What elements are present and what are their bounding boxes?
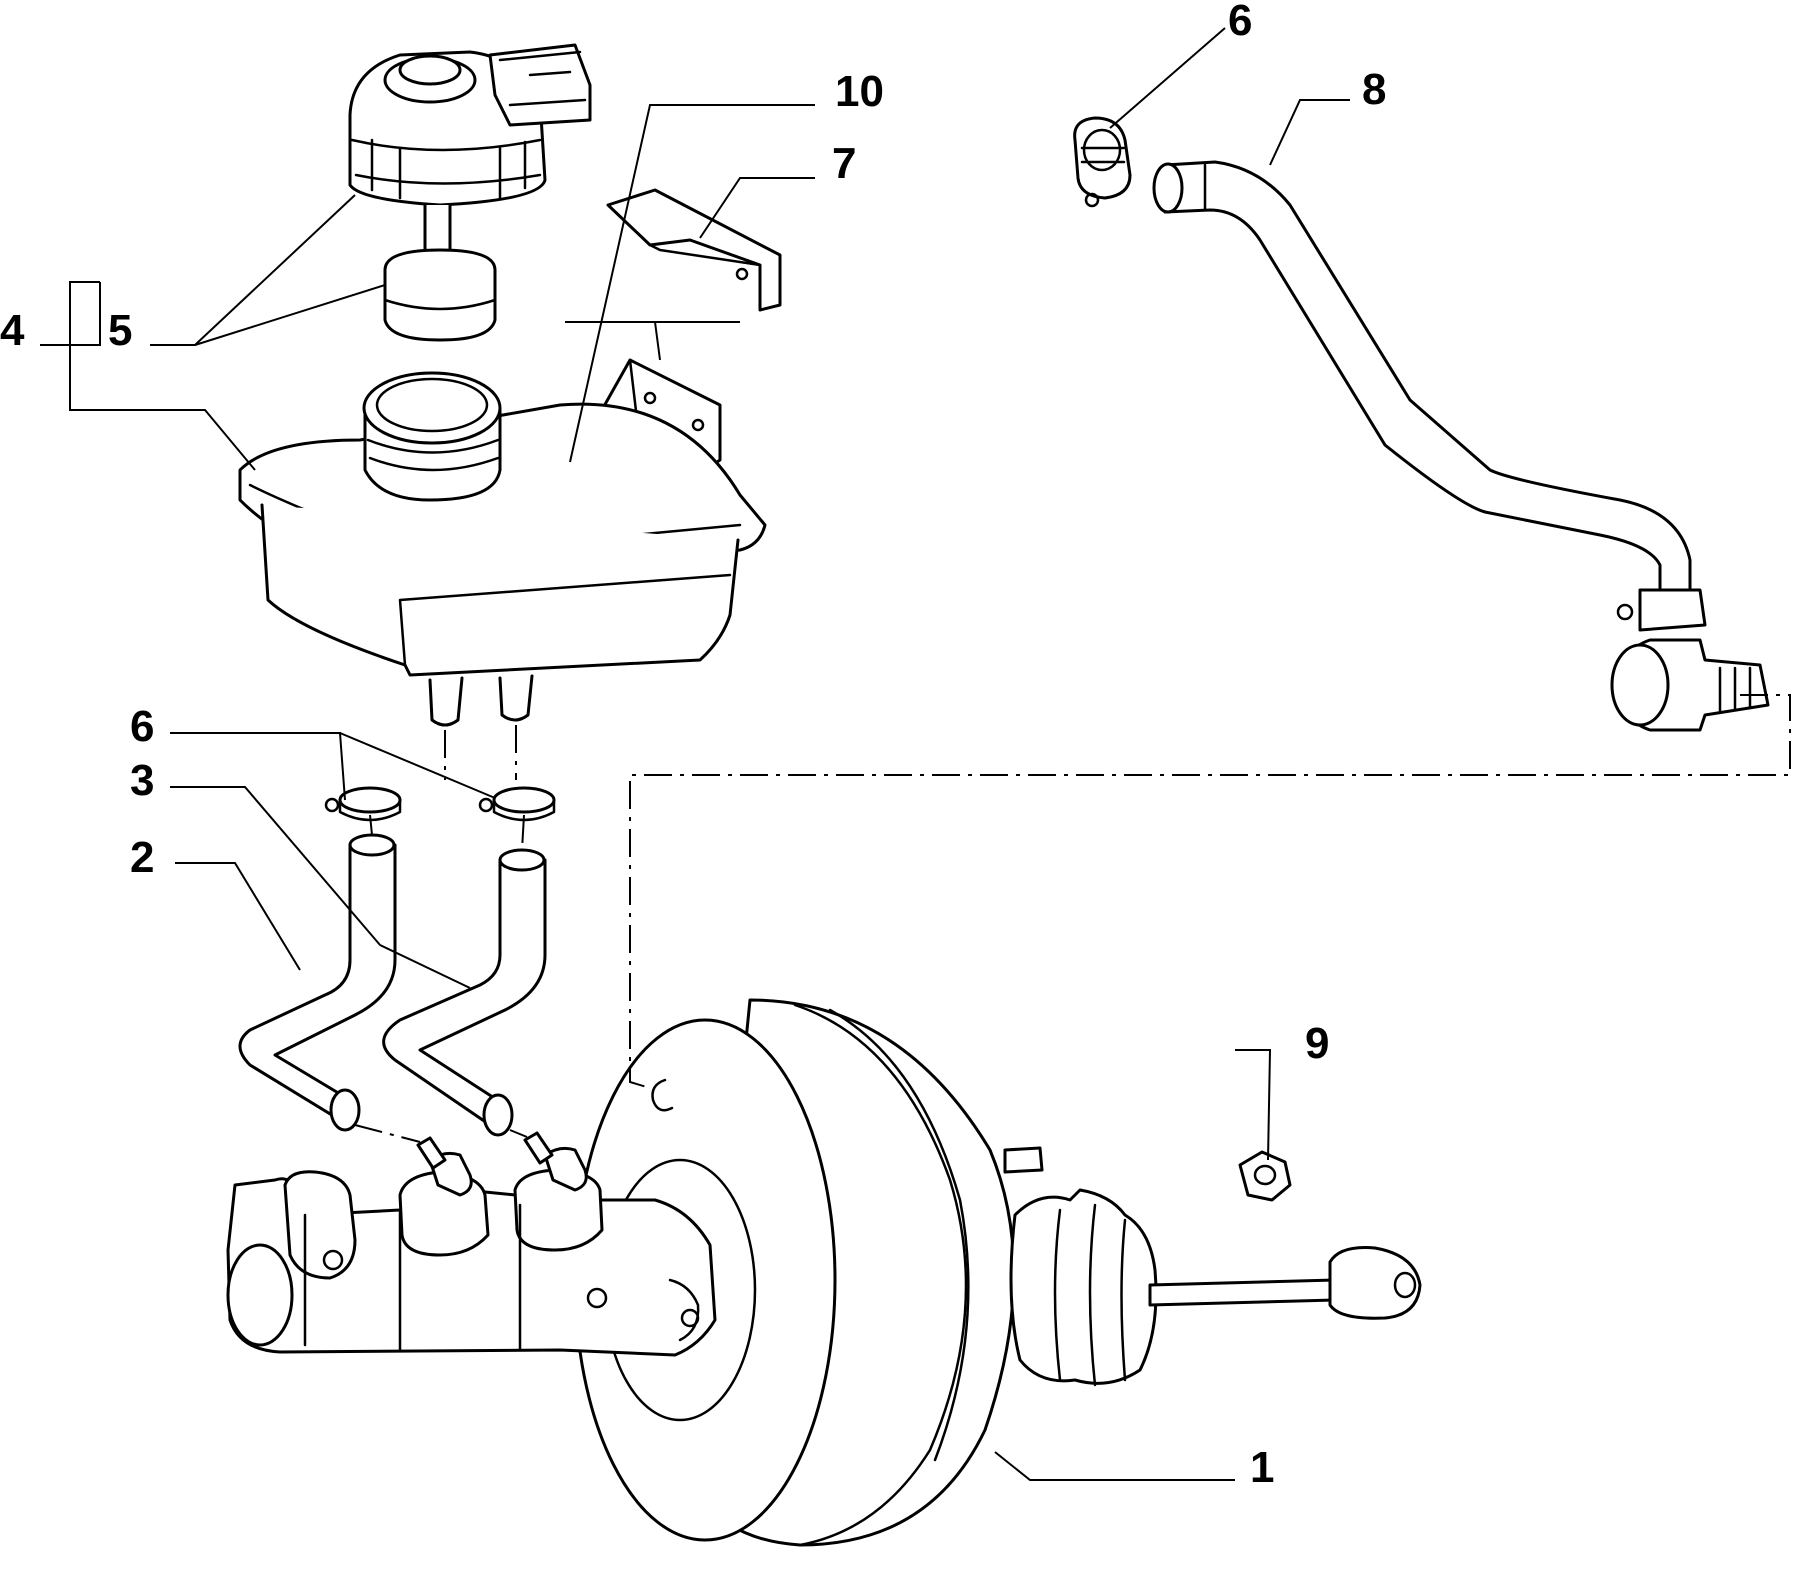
fluid-reservoir[interactable] <box>238 371 767 727</box>
callout-9: 9 <box>1305 1019 1329 1068</box>
callout-2: 2 <box>130 833 154 882</box>
assembly-centerlines <box>354 694 1791 1143</box>
vacuum-hose-8[interactable] <box>1152 160 1770 732</box>
callout-4: 4 <box>0 306 25 355</box>
leader-lines <box>40 27 1350 1481</box>
hose-clamp-right[interactable] <box>478 786 556 822</box>
callout-7: 7 <box>832 139 856 188</box>
hose-clamp-top[interactable] <box>1073 116 1132 208</box>
callout-labels: 1 2 3 4 5 6 6 7 8 9 10 <box>0 0 1386 1492</box>
hose-3[interactable] <box>382 848 547 1137</box>
master-cylinder[interactable] <box>226 1131 717 1357</box>
callout-8: 8 <box>1362 65 1386 114</box>
callout-3: 3 <box>130 756 154 805</box>
hose-clamp-left[interactable] <box>324 786 402 822</box>
callout-10: 10 <box>835 67 884 116</box>
callout-1: 1 <box>1250 1443 1274 1492</box>
reservoir-cap[interactable] <box>348 43 592 342</box>
bracket-7[interactable] <box>606 188 782 312</box>
callout-5: 5 <box>108 306 132 355</box>
callout-6-lower: 6 <box>130 702 154 751</box>
hose-2[interactable] <box>238 833 397 1132</box>
callout-6-upper: 6 <box>1228 0 1252 45</box>
nut-9[interactable] <box>1238 1150 1292 1202</box>
